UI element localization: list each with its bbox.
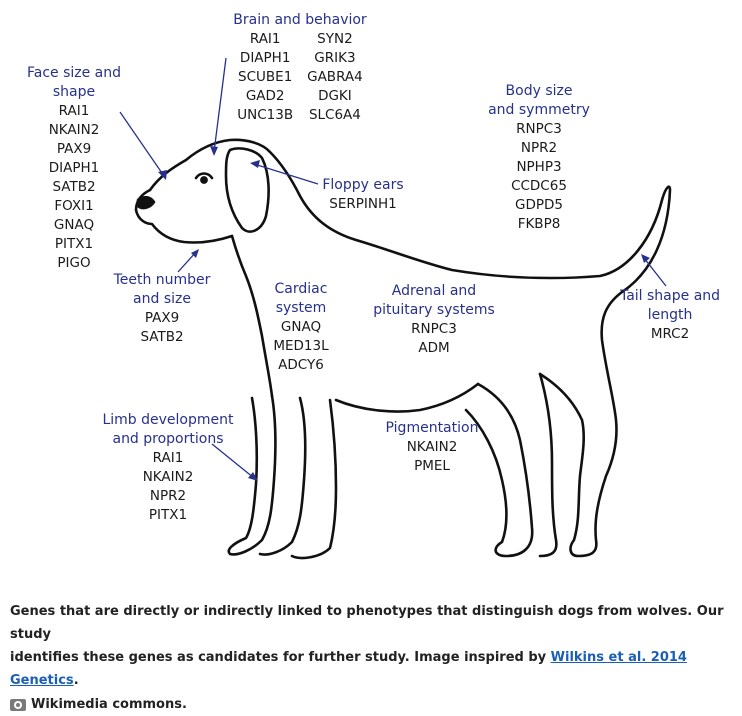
- label-title: Face size and: [26, 65, 122, 81]
- gene: UNC13B: [237, 107, 294, 123]
- gene: RAI1: [58, 103, 90, 119]
- gene: GRIK3: [314, 50, 356, 66]
- gene: SCUBE1: [238, 69, 293, 85]
- gene: PMEL: [414, 458, 450, 474]
- gene: RAI1: [152, 450, 184, 466]
- gene: GAD2: [245, 88, 285, 104]
- gene: RNPC3: [516, 121, 562, 137]
- label-teeth: Teeth number and size PAX9 SATB2: [110, 271, 214, 347]
- gene: MRC2: [650, 326, 690, 342]
- camera-icon: [10, 698, 26, 711]
- label-tail: Tail shape and length MRC2: [616, 287, 724, 344]
- label-title: and size: [133, 291, 191, 307]
- label-adrenal: Adrenal and pituitary systems RNPC3 ADM: [372, 282, 496, 358]
- gene: GABRA4: [307, 69, 363, 85]
- gene: NKAIN2: [142, 469, 194, 485]
- label-title: length: [647, 307, 693, 323]
- dog-illustration: [119, 57, 672, 560]
- figure-caption: Genes that are directly or indirectly li…: [10, 600, 734, 716]
- gene: FOXI1: [54, 198, 94, 214]
- label-floppy-ears: Floppy ears SERPINH1: [318, 176, 408, 214]
- gene: DGKI: [318, 88, 352, 104]
- caption-text: identifies these genes as candidates for…: [10, 650, 551, 665]
- label-title: Teeth number: [113, 272, 211, 288]
- image-credit: Wikimedia commons.: [10, 693, 734, 716]
- gene: GNAQ: [280, 319, 322, 335]
- gene: PIGO: [57, 255, 91, 271]
- gene: NPR2: [149, 488, 187, 504]
- gene: PITX1: [54, 236, 94, 252]
- dog-diagram: Brain and behavior RAI1 DIAPH1 SCUBE1 GA…: [24, 11, 724, 560]
- label-title: Adrenal and: [391, 283, 477, 299]
- label-face-size: Face size and shape RAI1 NKAIN2 PAX9 DIA…: [24, 64, 124, 273]
- label-pigmentation: Pigmentation NKAIN2 PMEL: [384, 419, 480, 476]
- label-limb: Limb development and proportions RAI1 NK…: [100, 411, 236, 525]
- gene: MED13L: [273, 338, 329, 354]
- gene: PAX9: [56, 141, 92, 157]
- label-title: shape: [52, 84, 96, 100]
- label-title: Tail shape and: [619, 288, 721, 304]
- caption-line: identifies these genes as candidates for…: [10, 646, 734, 692]
- gene: DIAPH1: [239, 50, 291, 66]
- label-title: Body size: [505, 83, 573, 99]
- label-title: system: [275, 300, 327, 316]
- gene: SYN2: [317, 31, 353, 47]
- label-title: Brain and behavior: [233, 12, 367, 28]
- gene: NPR2: [520, 140, 558, 156]
- label-title: pituitary systems: [373, 302, 495, 318]
- label-title: Pigmentation: [385, 420, 479, 436]
- gene: RNPC3: [411, 321, 457, 337]
- gene: DIAPH1: [48, 160, 100, 176]
- label-title: Limb development: [102, 412, 234, 428]
- gene: CCDC65: [511, 178, 567, 194]
- gene: GNAQ: [53, 217, 95, 233]
- gene: SATB2: [140, 329, 184, 345]
- label-title: and symmetry: [488, 102, 590, 118]
- gene: FKBP8: [517, 216, 561, 232]
- gene: SATB2: [52, 179, 96, 195]
- caption-line: Genes that are directly or indirectly li…: [10, 604, 724, 642]
- gene: SERPINH1: [329, 196, 397, 212]
- gene: NKAIN2: [48, 122, 100, 138]
- gene: RAI1: [249, 31, 281, 47]
- gene: ADM: [418, 340, 450, 356]
- label-brain-behavior: Brain and behavior RAI1 DIAPH1 SCUBE1 GA…: [230, 11, 370, 125]
- label-body-size: Body size and symmetry RNPC3 NPR2 NPHP3 …: [484, 82, 594, 234]
- label-title: Floppy ears: [322, 177, 404, 193]
- label-title: Cardiac: [274, 281, 328, 297]
- gene: PAX9: [144, 310, 180, 326]
- gene: NKAIN2: [406, 439, 458, 455]
- gene: NPHP3: [516, 159, 562, 175]
- caption-text: .: [73, 673, 79, 688]
- gene: SLC6A4: [308, 107, 361, 123]
- gene: ADCY6: [278, 357, 324, 373]
- credit-text: Wikimedia commons.: [31, 697, 187, 712]
- label-title: and proportions: [112, 431, 224, 447]
- gene: GDPD5: [515, 197, 563, 213]
- label-cardiac: Cardiac system GNAQ MED13L ADCY6: [266, 280, 336, 375]
- gene: PITX1: [148, 507, 188, 523]
